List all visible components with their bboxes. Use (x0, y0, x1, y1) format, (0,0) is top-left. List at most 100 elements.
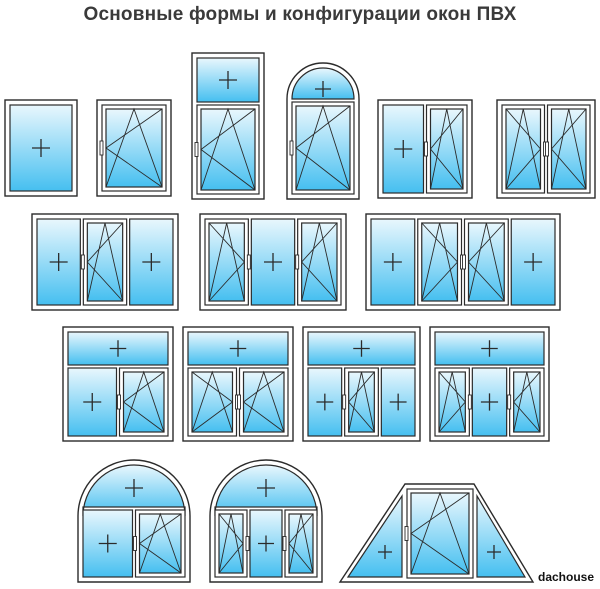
handle-icon (99, 140, 104, 156)
handle-icon (117, 394, 121, 410)
opening-lines-icon (105, 107, 163, 188)
plus-icon (353, 340, 370, 357)
plus-icon (257, 479, 275, 497)
window-arched-fixed-sash (77, 459, 191, 583)
plus-icon (32, 139, 50, 157)
opening-lines-icon (242, 370, 285, 433)
window-transom-two-sash (182, 326, 294, 442)
handle-icon (245, 536, 250, 551)
opening-lines-icon (122, 370, 165, 433)
glass-pane (105, 108, 163, 188)
plus-icon (487, 545, 501, 559)
opening-lines-icon (410, 491, 470, 575)
plus-icon (98, 534, 117, 553)
window-transom-fixed-sash-fixed (302, 326, 421, 442)
handle-icon (467, 394, 472, 410)
glass-pane (242, 371, 285, 433)
plus-icon (125, 479, 143, 497)
window-arched-three-pane (209, 459, 323, 583)
opening-lines-icon (200, 107, 256, 191)
handle-icon (282, 536, 287, 551)
glass-pane (410, 492, 470, 575)
opening-lines-icon (288, 513, 314, 574)
opening-lines-icon (218, 513, 244, 574)
plus-icon (219, 71, 237, 89)
window-transom-fixed-sash (62, 326, 174, 442)
window-single-sash (96, 99, 172, 197)
watermark: dachouse (537, 570, 594, 584)
handle-icon (246, 254, 251, 270)
triangle-glass-pane (476, 493, 527, 578)
handle-icon (545, 141, 549, 157)
plus-icon (49, 253, 68, 271)
glass-pane (505, 108, 542, 190)
window-transom-sash-fixed-sash (429, 326, 550, 442)
handle-icon (237, 394, 241, 410)
plus-icon (378, 545, 392, 559)
handle-icon (404, 526, 409, 541)
handle-icon (80, 254, 85, 270)
opening-lines-icon (301, 222, 338, 302)
glass-pane (288, 513, 314, 574)
glass-pane (86, 222, 124, 302)
handle-icon (194, 142, 199, 157)
windows-group (4, 52, 596, 583)
opening-lines-icon (208, 222, 245, 302)
window-fixed-sash (377, 99, 473, 199)
plus-icon (480, 393, 499, 411)
glass-pane (421, 222, 459, 302)
plus-icon (524, 253, 543, 271)
glass-pane (200, 108, 256, 191)
plus-icon (481, 340, 498, 357)
glass-pane (550, 108, 587, 190)
glass-pane (138, 513, 182, 574)
opening-lines-icon (295, 104, 351, 191)
plus-icon (264, 253, 282, 271)
handle-icon (295, 254, 300, 270)
glass-pane (122, 371, 165, 433)
opening-lines-icon (86, 222, 124, 302)
opening-lines-icon (138, 512, 182, 574)
triangle-glass-pane (346, 494, 403, 578)
plus-icon (389, 393, 407, 411)
opening-lines-icon (505, 108, 542, 190)
opening-lines-icon (513, 371, 541, 433)
handle-icon (133, 536, 137, 551)
glass-pane (348, 371, 375, 433)
plus-icon (83, 393, 102, 411)
opening-lines-icon (550, 108, 587, 190)
glass-pane (513, 371, 541, 433)
window-two-sash (496, 99, 596, 199)
window-trapezoid (338, 483, 535, 583)
handle-icon (462, 254, 466, 270)
plus-icon (383, 253, 402, 271)
diagram-title: Основные формы и конфигурации окон ПВХ (83, 4, 517, 25)
plus-icon (109, 340, 127, 357)
plus-icon (315, 81, 331, 97)
glass-pane (9, 104, 73, 192)
window-fixed-two-sash-fixed (365, 213, 561, 311)
opening-lines-icon (421, 222, 459, 302)
window-sash-fixed-sash (199, 213, 347, 311)
window-fixed-sash-fixed (31, 213, 179, 311)
glass-pane (295, 105, 351, 191)
glass-pane (301, 222, 338, 302)
window-transom-sash (191, 52, 265, 200)
handle-icon (424, 141, 428, 157)
glass-pane (191, 371, 234, 433)
plus-icon (142, 253, 161, 271)
plus-icon (229, 340, 247, 357)
plus-icon (394, 140, 413, 158)
plus-icon (316, 393, 334, 411)
handle-icon (507, 394, 512, 410)
glass-pane (467, 222, 505, 302)
opening-lines-icon (429, 108, 464, 190)
glass-pane (438, 371, 466, 433)
opening-lines-icon (348, 371, 375, 433)
handle-icon (342, 394, 347, 410)
glass-pane (218, 513, 244, 574)
glass-pane (208, 222, 245, 302)
opening-lines-icon (191, 370, 234, 433)
plus-icon (258, 535, 274, 552)
